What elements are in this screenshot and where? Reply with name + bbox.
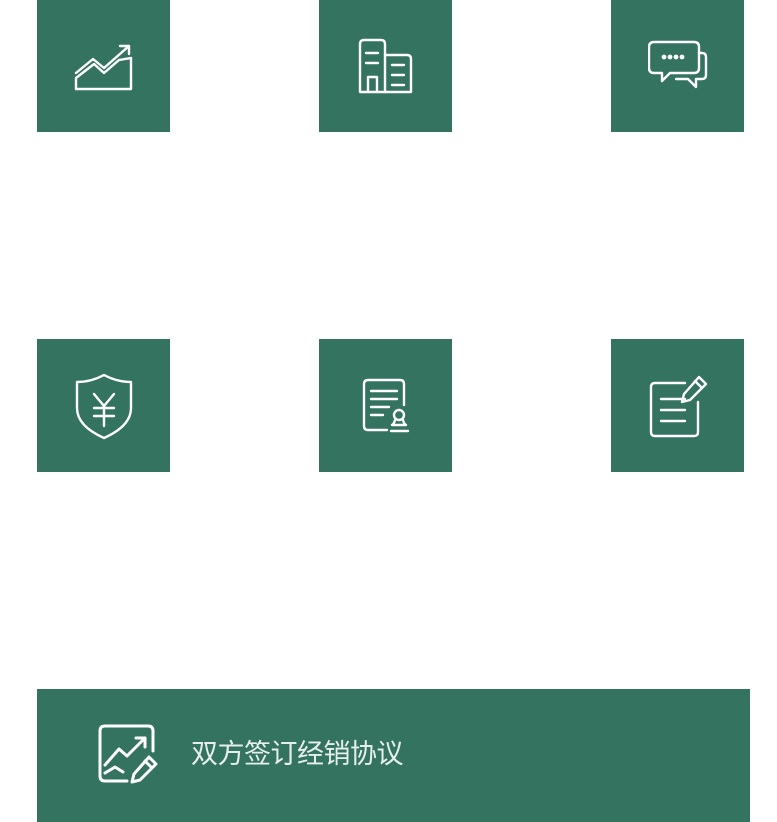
document-edit-tile [611, 339, 744, 472]
trend-chart-tile [37, 0, 170, 132]
banner-label: 双方签订经销协议 [191, 739, 404, 770]
shield-yuan-icon [74, 372, 134, 440]
chat-bubbles-icon [647, 39, 708, 93]
building-icon [357, 37, 415, 95]
trend-chart-icon [74, 40, 134, 92]
shield-yuan-tile [37, 339, 170, 472]
step-banner: 双方签订经销协议 [37, 689, 750, 822]
document-edit-icon [647, 374, 709, 438]
chat-bubbles-tile [611, 0, 744, 132]
chart-edit-icon [97, 723, 159, 785]
certificate-document-tile [319, 339, 452, 472]
certificate-document-icon [361, 377, 411, 435]
building-tile [319, 0, 452, 132]
